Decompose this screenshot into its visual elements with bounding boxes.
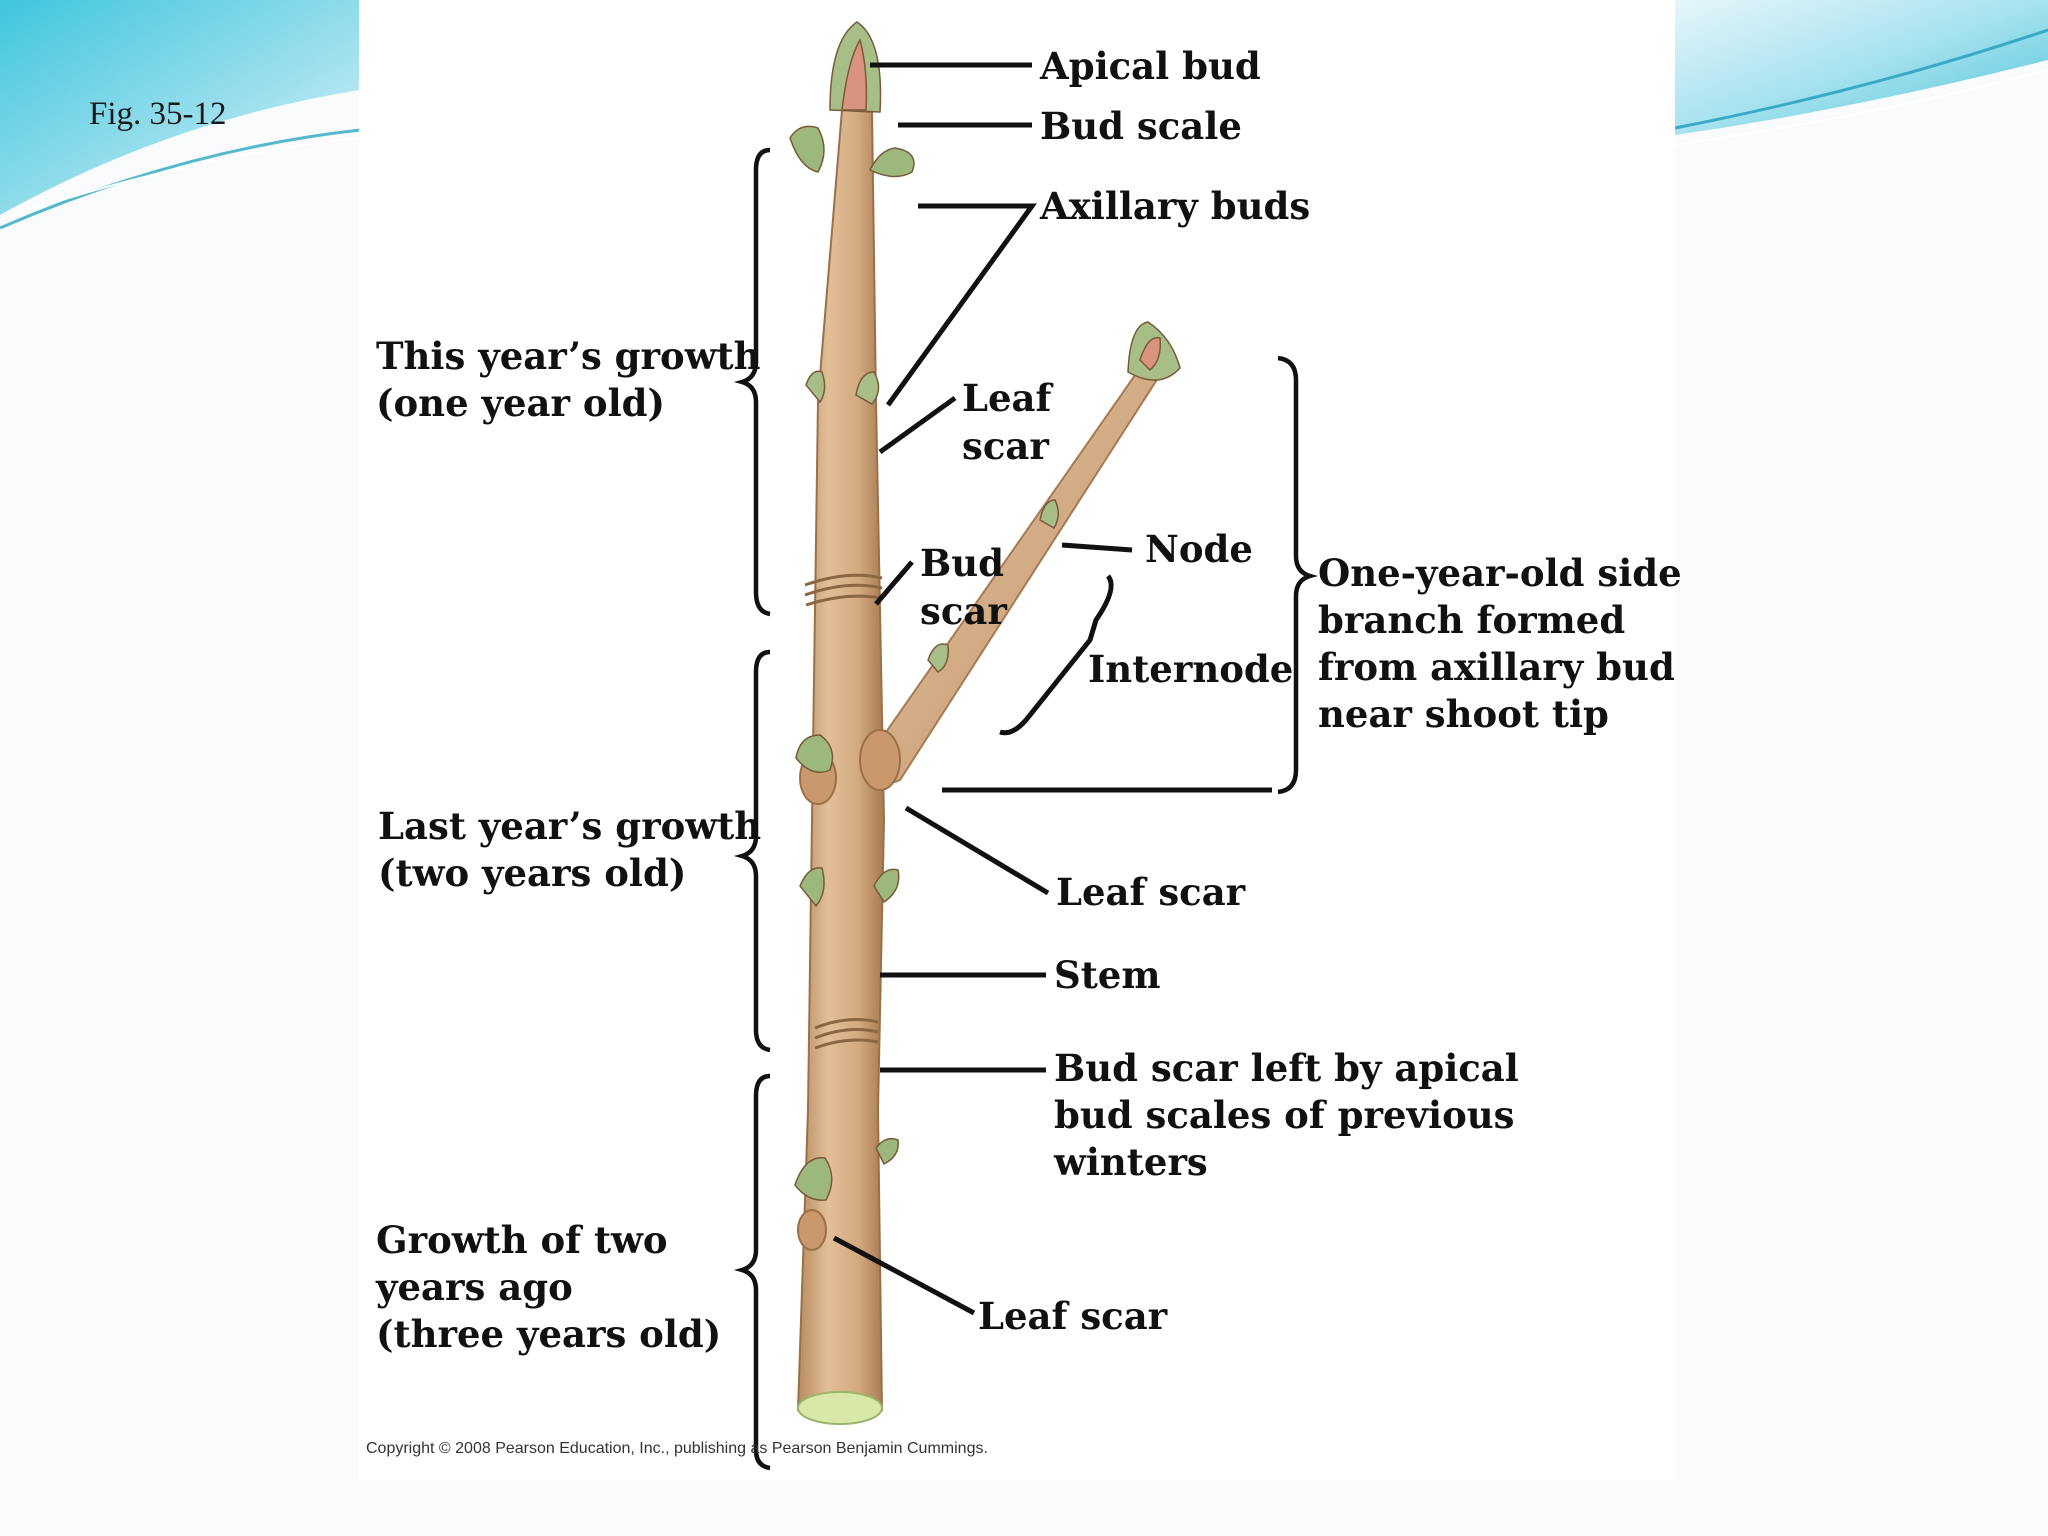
right-wave-line	[1674, 28, 2048, 130]
leader-bud-scar	[874, 560, 914, 606]
leader-axillary-buds	[885, 203, 1037, 407]
label-stem: Stem	[1054, 953, 1161, 997]
leader-leaf-scar-top	[878, 395, 957, 455]
label-leaf-scar-low: Leaf scar	[978, 1294, 1168, 1338]
leader-node	[1061, 542, 1133, 553]
label-bud-scale: Bud scale	[1040, 104, 1242, 148]
stem-cut-end	[797, 1391, 883, 1425]
label-node: Node	[1145, 527, 1253, 571]
label-last-year-growth: Last year’s growth (two years old)	[378, 804, 762, 895]
bracket-this-year	[733, 147, 771, 617]
label-two-years-ago-growth: Growth of two years ago (three years old…	[376, 1218, 722, 1356]
growth-brackets	[733, 147, 1319, 1471]
internode-bracket	[999, 574, 1114, 736]
axillary-bud-icon	[868, 147, 915, 178]
label-bud-scar-previous: Bud scar left by apical bud scales of pr…	[1054, 1046, 1519, 1184]
figure-label: Fig. 35-12	[89, 96, 227, 132]
label-axillary-buds: Axillary buds	[1040, 184, 1311, 228]
left-wave-line	[0, 128, 361, 230]
buds	[789, 21, 1181, 1201]
bracket-side-branch	[1277, 355, 1319, 795]
label-side-branch: One-year-old side branch formed from axi…	[1318, 551, 1682, 736]
label-apical-bud: Apical bud	[1040, 44, 1261, 88]
label-bud-scar: Bud scar	[920, 541, 1007, 633]
axillary-bud-icon	[789, 125, 825, 173]
figure-panel	[359, 0, 1675, 1480]
label-internode: Internode	[1088, 647, 1294, 691]
bracket-two-years	[733, 1073, 771, 1471]
leader-leaf-scar-mid	[904, 805, 1050, 896]
right-wave-line-2	[1674, 69, 2048, 146]
bud-scar-rings	[804, 573, 883, 1050]
label-leaf-scar-top: Leaf scar	[962, 376, 1052, 468]
leader-lines	[832, 62, 1272, 1316]
left-wave-line-2	[0, 137, 361, 221]
copyright-notice: Copyright © 2008 Pearson Education, Inc.…	[366, 1440, 988, 1457]
right-wave-fill	[1675, 0, 2048, 135]
leader-leaf-scar-low	[832, 1235, 976, 1316]
label-leaf-scar-mid: Leaf scar	[1056, 870, 1246, 914]
label-this-year-growth: This year’s growth (one year old)	[376, 334, 761, 425]
left-wave-fill	[0, 0, 360, 215]
bracket-last-year	[733, 649, 771, 1053]
